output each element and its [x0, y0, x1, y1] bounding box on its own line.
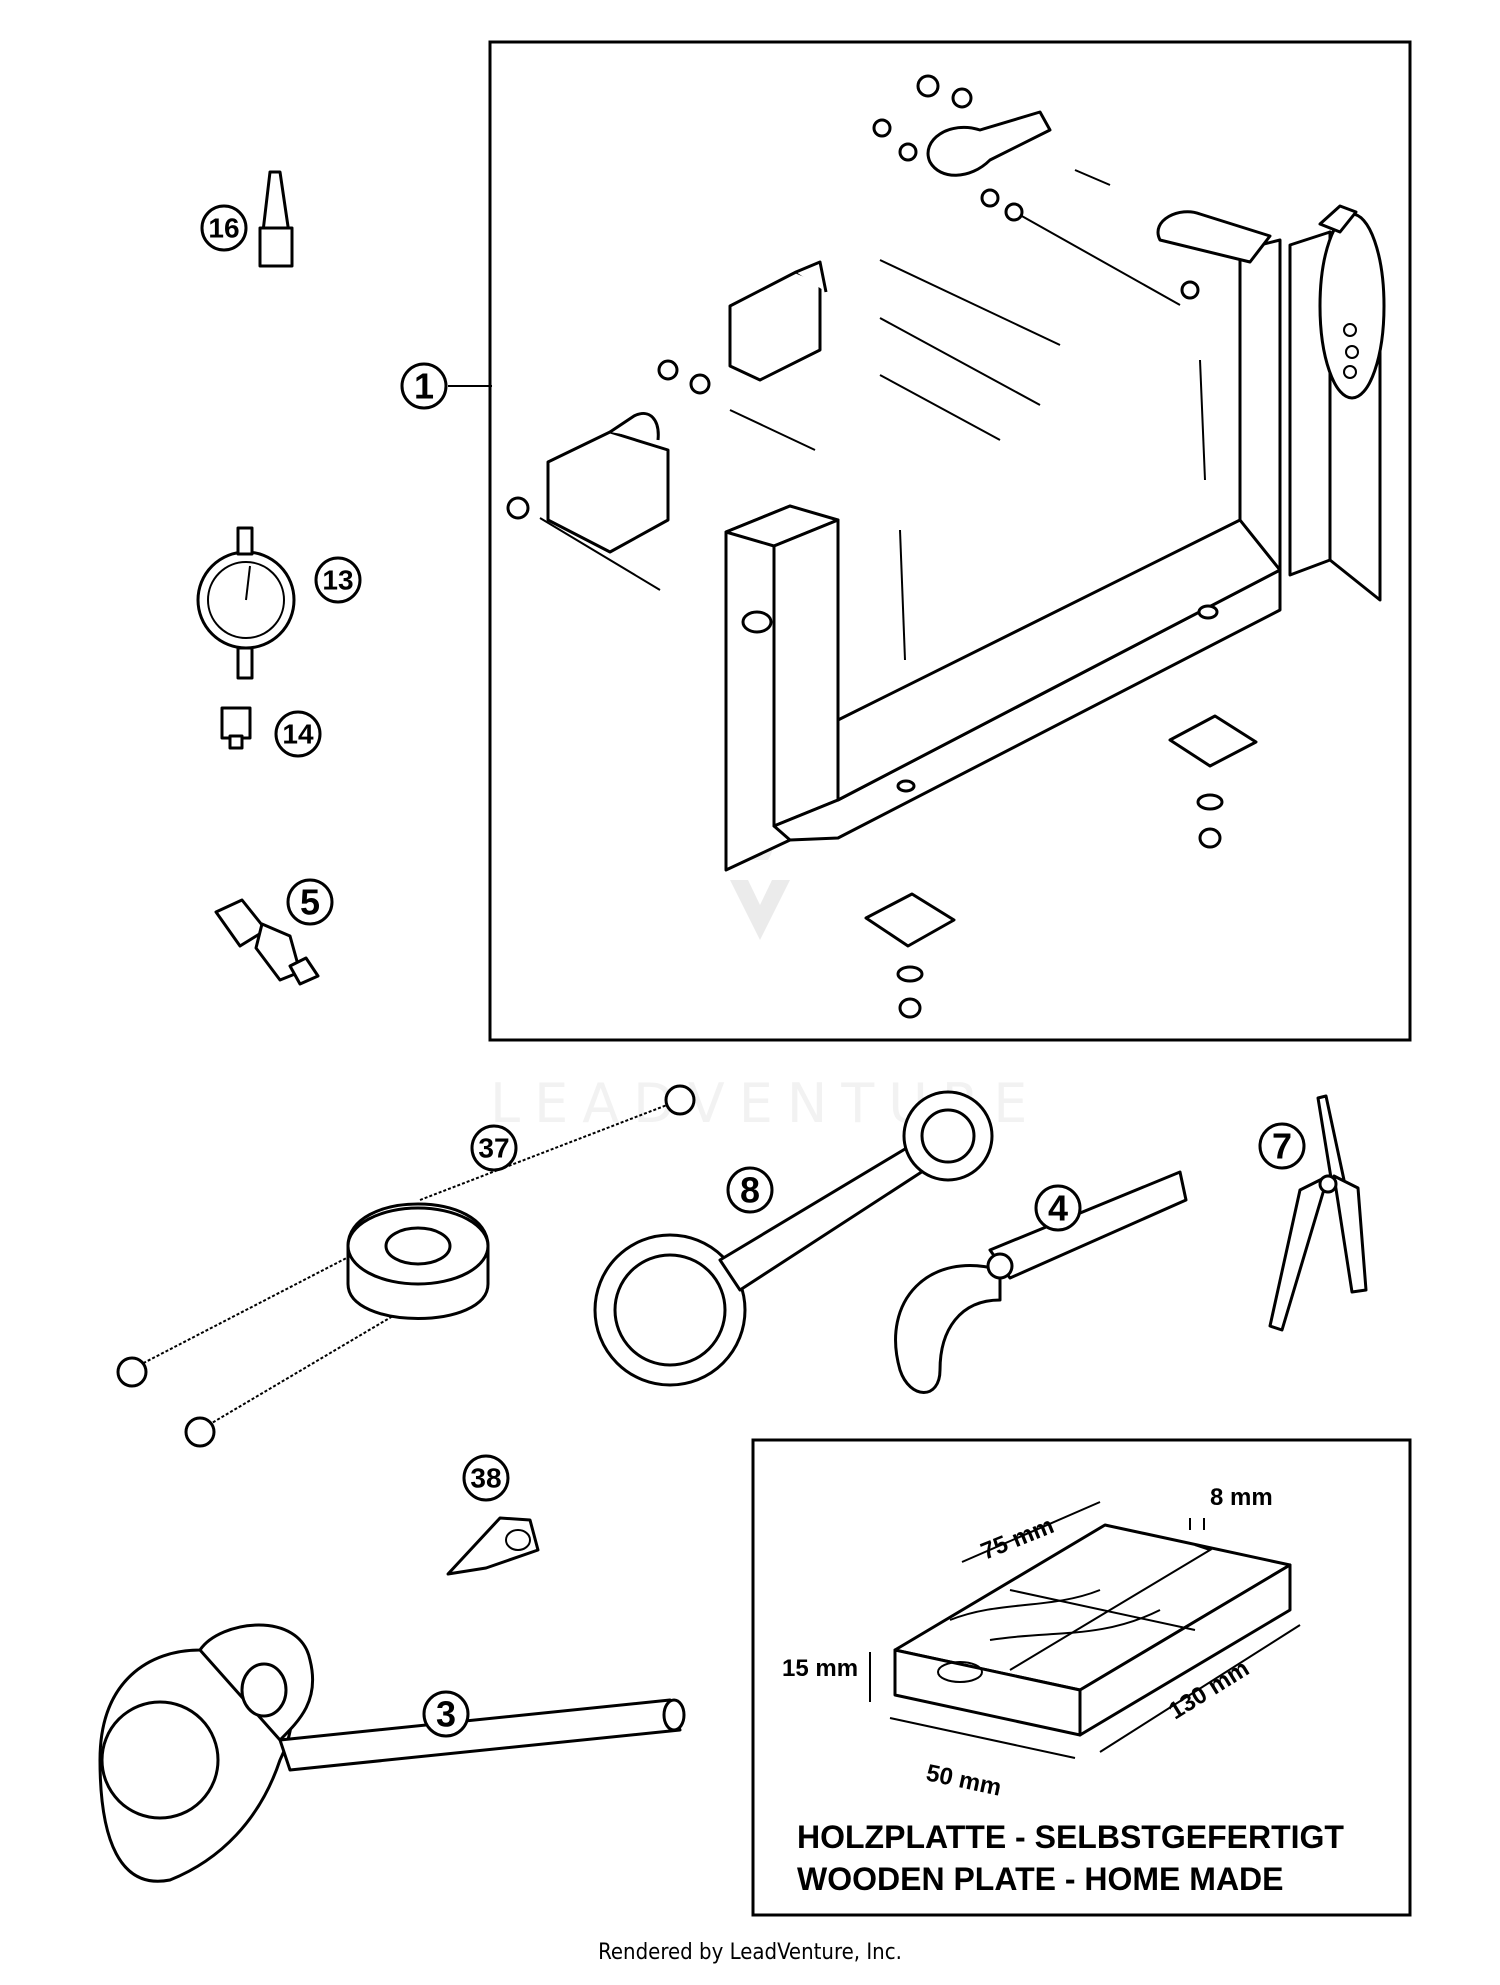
tool-13-dial-gauge: [196, 526, 296, 680]
tool-14-adapter: [220, 706, 252, 750]
svg-text:38: 38: [470, 1463, 501, 1494]
wooden-plate-frame: [751, 1438, 1412, 1917]
stand-base: [724, 230, 1382, 872]
callout-16: 16: [200, 204, 248, 252]
svg-text:1: 1: [414, 366, 434, 407]
svg-text:13: 13: [322, 565, 353, 596]
svg-text:8: 8: [740, 1170, 760, 1211]
svg-text:3: 3: [436, 1694, 456, 1735]
callout-8: 8: [726, 1166, 774, 1214]
wooden-plate-caption-en: WOODEN PLATE - HOME MADE: [797, 1861, 1284, 1897]
tool-3-holder: [98, 1623, 686, 1883]
callout-1: 1: [400, 362, 448, 410]
stand-studs: [539, 169, 1206, 661]
tool-5-adapter: [214, 898, 320, 986]
tool-7-pliers: [1268, 1094, 1368, 1332]
stand-rotating-plate: [1156, 204, 1386, 400]
svg-text:7: 7: [1272, 1126, 1292, 1167]
dim-height-label: 15 mm: [782, 1655, 858, 1682]
callout-13: 13: [314, 556, 362, 604]
engine-stand-frame: [488, 40, 1412, 1042]
callout-7: 7: [1258, 1122, 1306, 1170]
footer-credit: Rendered by LeadVenture, Inc.: [598, 1940, 902, 1965]
callout-5: 5: [286, 878, 334, 926]
callout-14: 14: [274, 710, 322, 758]
stand-brackets: [546, 110, 1052, 554]
dim-groove-label: 8 mm: [1210, 1484, 1273, 1511]
engine-stand-assembly: [448, 40, 1412, 1042]
svg-text:4: 4: [1048, 1188, 1068, 1229]
callout-4: 4: [1034, 1184, 1082, 1232]
svg-text:14: 14: [282, 719, 314, 750]
svg-text:16: 16: [208, 213, 239, 244]
tool-16-plug: [258, 170, 294, 268]
svg-text:5: 5: [300, 882, 320, 923]
tool-37-puller: [116, 1084, 696, 1448]
svg-text:37: 37: [478, 1133, 509, 1164]
callout-38: 38: [462, 1454, 510, 1502]
tool-8-wrench: [593, 1090, 994, 1387]
dim-depth-label: 50 mm: [924, 1759, 1004, 1801]
wooden-plate-box: [751, 1438, 1412, 1917]
tool-38-wrench: [446, 1516, 540, 1576]
callout-3: 3: [422, 1690, 470, 1738]
stand-hardware: [506, 74, 1258, 1019]
wooden-plate-side: [1078, 1563, 1292, 1737]
wooden-plate-caption-de: HOLZPLATTE - SELBSTGEFERTIGT: [797, 1819, 1344, 1855]
dim-width-label: 75 mm: [977, 1512, 1058, 1566]
tool-4-hook-spanner: [894, 1170, 1188, 1394]
callout-37: 37: [470, 1124, 518, 1172]
